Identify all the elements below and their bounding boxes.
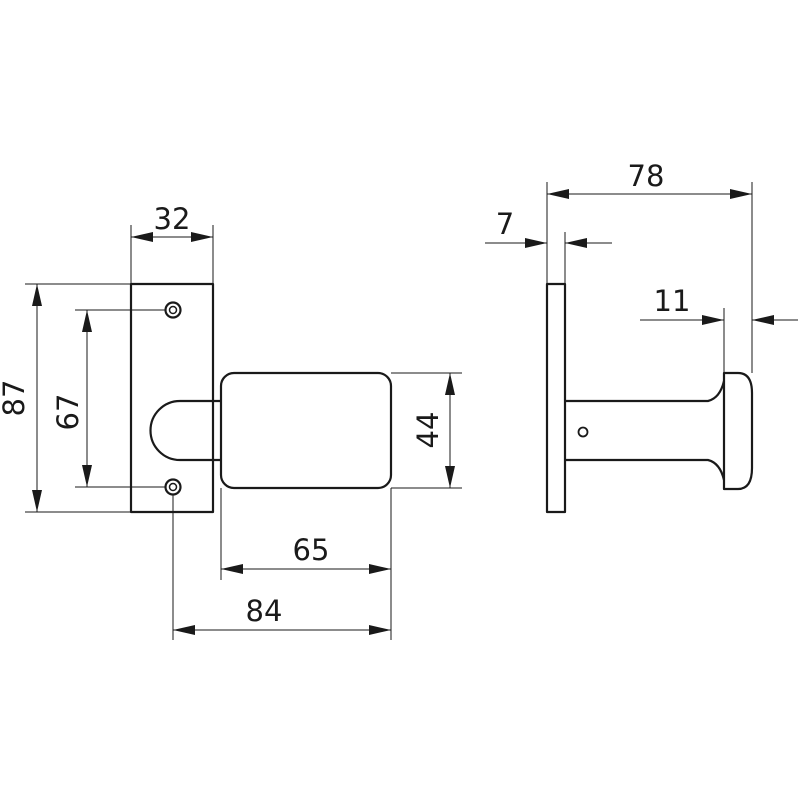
spindle-neck xyxy=(149,399,221,462)
knob-grip xyxy=(219,371,393,490)
dim-overall-length: 84 xyxy=(173,594,391,635)
side-spindle xyxy=(565,380,726,481)
spindle-pin-hole xyxy=(577,426,589,438)
side-view: 78 7 11 xyxy=(485,159,798,514)
front-view: 32 87 67 44 65 xyxy=(0,202,462,640)
side-plate xyxy=(545,282,567,514)
side-knob-cap xyxy=(722,371,754,491)
dim-label-overall-length: 84 xyxy=(246,594,283,628)
dim-plate-height: 87 xyxy=(0,284,42,512)
rose-plate xyxy=(129,282,215,514)
dim-label-knob-length: 65 xyxy=(293,533,330,567)
dim-label-side-knob-thickness: 11 xyxy=(654,284,691,318)
dim-side-knob-thickness: 11 xyxy=(640,284,798,325)
dim-label-knob-height: 44 xyxy=(411,412,445,449)
dim-knob-length: 65 xyxy=(221,533,391,574)
dim-label-plate-height: 87 xyxy=(0,380,31,417)
dim-side-total-depth: 78 xyxy=(547,159,752,199)
screw-hole-top xyxy=(164,301,182,319)
dim-label-plate-width: 32 xyxy=(154,202,191,236)
dim-knob-height: 44 xyxy=(411,373,455,488)
dim-label-side-total-depth: 78 xyxy=(628,159,665,193)
dim-plate-width: 32 xyxy=(131,202,213,242)
dim-side-plate-thickness: 7 xyxy=(485,207,612,248)
dim-label-side-plate-thickness: 7 xyxy=(496,207,514,241)
dim-hole-spacing: 67 xyxy=(51,310,92,487)
screw-hole-bottom xyxy=(164,478,182,496)
dim-label-hole-spacing: 67 xyxy=(51,394,85,431)
